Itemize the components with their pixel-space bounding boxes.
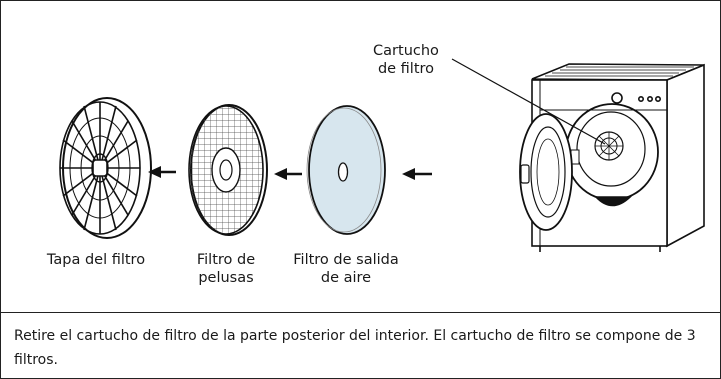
arrow-left-icon [402, 168, 432, 180]
cartridge-label: Cartucho de filtro [373, 43, 439, 77]
dryer-illustration [519, 63, 705, 252]
air-outlet-filter-label: Filtro de salida de aire [293, 252, 399, 286]
filter-cap-illustration [59, 97, 152, 239]
filter-cap-label: Tapa del filtro [46, 252, 146, 268]
filter-diagram [59, 58, 705, 252]
caption-divider [0, 312, 721, 313]
cartridge-leader-line [451, 58, 606, 145]
arrow-left-icon [148, 166, 176, 178]
arrow-left-icon [274, 168, 302, 180]
instruction-caption: Retire el cartucho de filtro de la parte… [14, 328, 696, 368]
air-outlet-filter-illustration [306, 105, 386, 235]
lint-filter-illustration [188, 104, 268, 236]
lint-filter-label: Filtro de pelusas [196, 252, 256, 286]
